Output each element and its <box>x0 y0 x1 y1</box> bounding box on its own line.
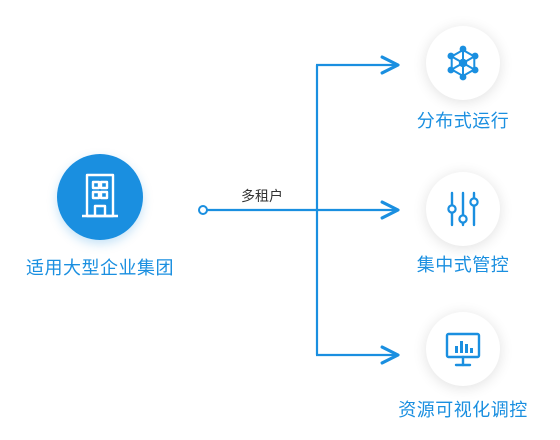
network-nodes-icon <box>447 45 479 81</box>
target-node-distributed <box>426 26 500 100</box>
source-node <box>57 154 143 240</box>
target-node-visualization <box>426 312 500 386</box>
target-label-distributed: 分布式运行 <box>416 111 510 132</box>
source-label: 适用大型企业集团 <box>26 258 174 279</box>
monitor-chart-icon <box>445 332 481 367</box>
edge-label: 多租户 <box>241 189 283 205</box>
target-node-centralized <box>426 172 500 246</box>
sliders-icon <box>447 191 479 227</box>
target-label-visualization: 资源可视化调控 <box>398 400 528 421</box>
target-label-centralized: 集中式管控 <box>416 255 510 276</box>
building-icon <box>82 173 118 218</box>
connector-start-dot <box>198 205 208 215</box>
